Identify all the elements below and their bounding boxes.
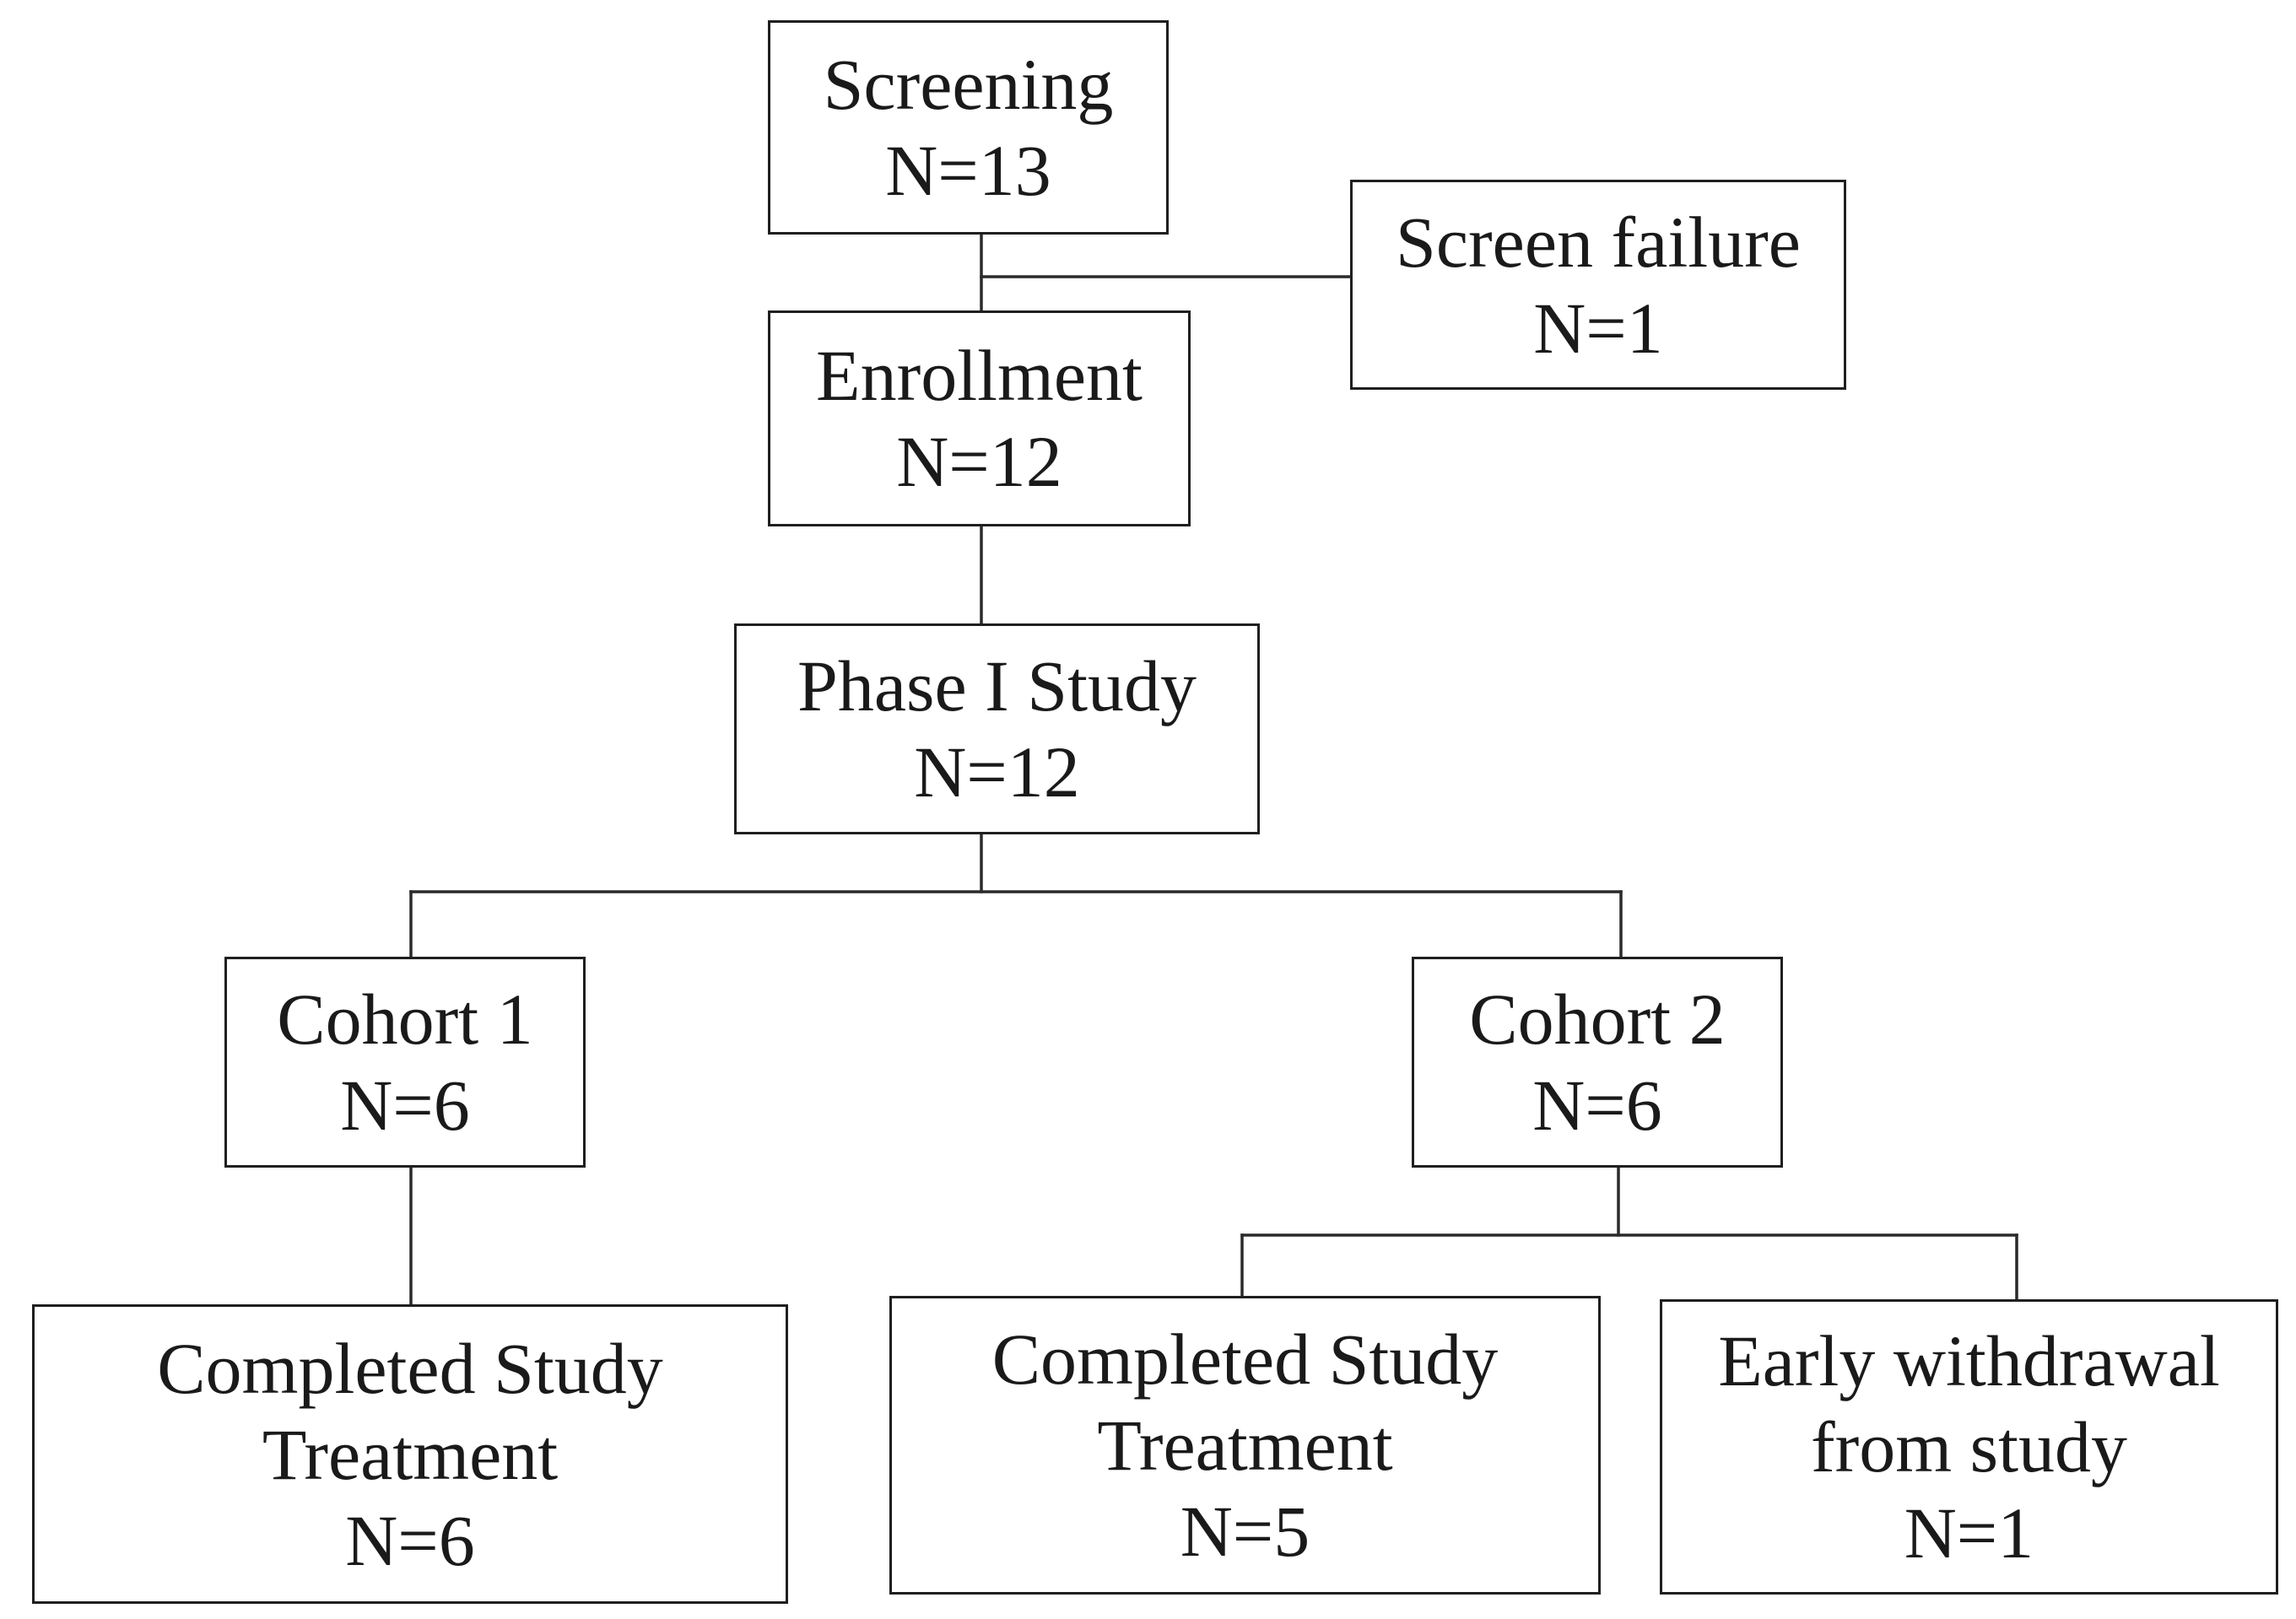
cohort2-withdrawal-line2: from study xyxy=(1810,1406,2128,1487)
cohort2-box: Cohort 2 N=6 xyxy=(1412,957,1783,1168)
cohort2-withdrawal-count: N=1 xyxy=(1904,1492,2034,1573)
cohort2-withdrawal-box: Early withdrawal from study N=1 xyxy=(1660,1299,2278,1595)
screen-failure-box: Screen failure N=1 xyxy=(1350,180,1846,390)
cohort2-withdrawal-line1: Early withdrawal xyxy=(1718,1320,2220,1401)
enrollment-label: Enrollment xyxy=(816,335,1143,416)
cohort2-count: N=6 xyxy=(1532,1065,1662,1146)
phase1-study-count: N=12 xyxy=(914,731,1080,812)
cohort1-completed-line2: Treatment xyxy=(262,1413,559,1495)
cohort2-completed-count: N=5 xyxy=(1180,1491,1310,1572)
cohort1-completed-box: Completed Study Treatment N=6 xyxy=(32,1304,788,1604)
cohort1-label: Cohort 1 xyxy=(277,979,533,1060)
phase1-study-label: Phase I Study xyxy=(797,645,1197,726)
cohort2-completed-line2: Treatment xyxy=(1097,1405,1393,1486)
cohort2-completed-box: Completed Study Treatment N=5 xyxy=(889,1296,1601,1595)
screen-failure-count: N=1 xyxy=(1533,287,1663,369)
enrollment-count: N=12 xyxy=(896,421,1062,502)
phase1-study-box: Phase I Study N=12 xyxy=(734,623,1260,834)
enrollment-box: Enrollment N=12 xyxy=(768,310,1191,526)
screening-label: Screening xyxy=(823,44,1114,125)
cohort1-count: N=6 xyxy=(340,1065,470,1146)
cohort1-completed-count: N=6 xyxy=(345,1499,475,1581)
screen-failure-label: Screen failure xyxy=(1396,201,1801,283)
screening-count: N=13 xyxy=(885,130,1051,211)
cohort1-completed-line1: Completed Study xyxy=(157,1327,663,1409)
cohort2-label: Cohort 2 xyxy=(1469,979,1726,1060)
screening-box: Screening N=13 xyxy=(768,20,1169,235)
cohort2-completed-line1: Completed Study xyxy=(991,1319,1499,1400)
cohort1-box: Cohort 1 N=6 xyxy=(224,957,586,1168)
